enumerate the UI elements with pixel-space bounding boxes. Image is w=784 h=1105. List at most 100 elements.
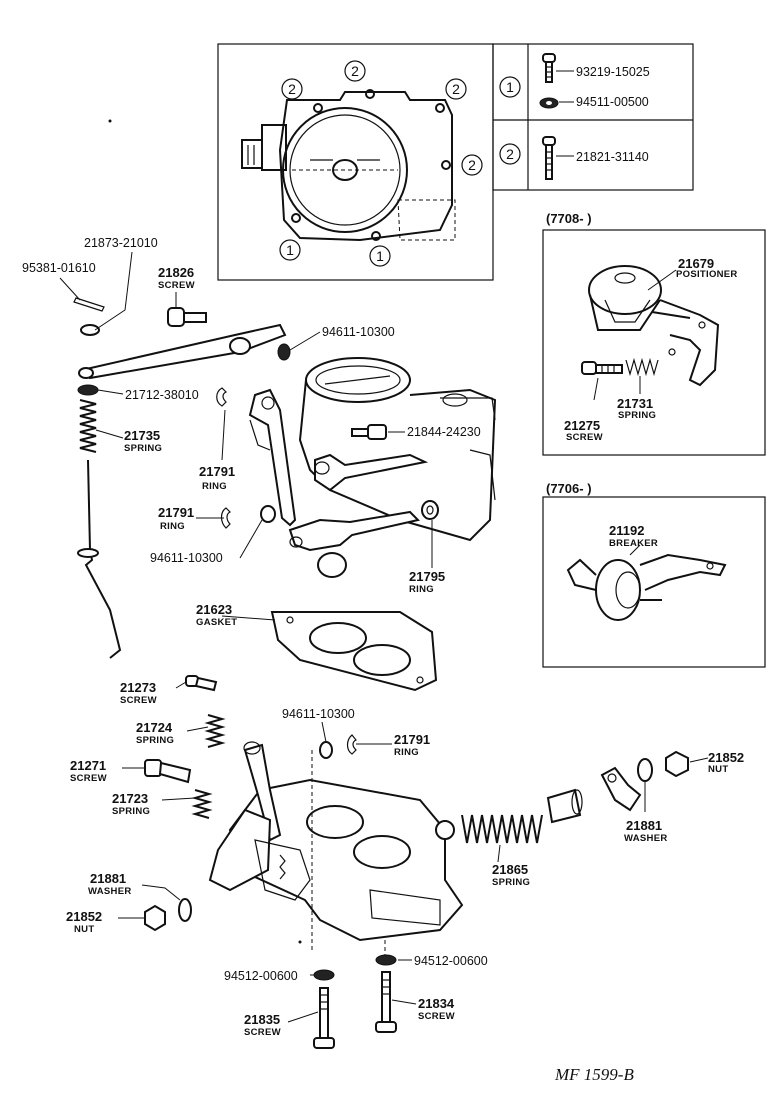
lower-bore-b [353,835,411,869]
gasket-hole [416,676,424,684]
part-number-94512-00600-a: 94512-00600 [224,969,298,983]
part-name-washer: WASHER [624,833,668,844]
positioner-housing-detail [604,299,651,323]
breaker-inset: (7706- ) 21192 BREAKER [542,481,766,668]
spring-21724 [204,714,226,748]
part-name-ring: RING [202,481,227,492]
leader-line [593,377,599,401]
part-number-21791-b: 21791 [158,505,194,520]
air-horn-inner [315,365,401,395]
breaker-port [566,558,597,591]
screw-21826 [167,307,207,327]
lower-throttle-body [144,675,689,1049]
hidden-outline [397,199,456,241]
washer-hole [546,101,552,105]
choke-plate [324,375,391,385]
part-name-nut: NUT [708,764,728,775]
part-name-screw: SCREW [120,695,157,706]
part-number-95381-01610: 95381-01610 [22,261,96,275]
gasket-hole [286,616,294,624]
part-name-positioner: POSITIONER [676,269,738,280]
spring-seat [435,820,455,840]
part-name-ring: RING [394,747,419,758]
part-number-21735: 21735 [124,428,160,443]
breaker-cap [615,571,641,609]
marker-2-b: 2 [281,78,303,100]
positioner-inset: (7708- ) 21679 POSITIONER 21731 SPRING 2… [542,211,766,456]
screw-21273 [185,675,218,692]
positioner-bracket [659,299,720,387]
part-name-spring: SPRING [492,877,530,888]
gasket-bore-b [353,644,411,676]
link-eye [289,536,303,548]
body-detail [440,397,496,421]
mounting-flange [369,889,441,926]
svg-text:2: 2 [351,63,359,79]
body-port [442,393,468,407]
bolt-hole [365,89,375,99]
breaker-inset-header: (7706- ) [546,481,592,496]
choke-cam [317,552,347,578]
bracket-hole [607,773,617,783]
ring-21791-a [216,387,228,407]
positioner-housing [589,294,661,331]
throttle-lever [80,323,287,380]
part-number-21826: 21826 [158,265,194,280]
marker-2-d: 2 [461,154,483,176]
leader-lines [59,251,709,1023]
part-name-screw: SCREW [418,1011,455,1022]
carburetor-body-outline [298,379,497,542]
nut-21852-b [665,750,689,778]
choke-link [288,510,420,552]
throttle-rod [84,459,122,659]
callout-labels: 21873-21010 95381-01610 21826 SCREW 9461… [22,236,744,1084]
part-number-21835: 21835 [244,1012,280,1027]
part-name-washer: WASHER [88,886,132,897]
part-name-spring: SPRING [124,443,162,454]
washer-21881-b [637,758,653,782]
spring-21735 [79,399,97,453]
svg-text:1: 1 [506,79,514,95]
part-number-94611-10300-a: 94611-10300 [322,325,395,339]
cotter-pin-95381 [73,297,105,312]
sleeve-end [571,789,583,815]
part-name-ring: RING [160,521,185,532]
rod-clip [77,548,99,558]
washer-94512-a [313,969,335,981]
part-number-21271: 21271 [70,758,106,773]
bolt-21821 [542,136,556,180]
throttle-bore-inner [289,114,401,226]
legend-frame [492,43,694,191]
breaker-bracket [639,553,727,591]
screw-21834 [375,971,397,1033]
part-name-nut: NUT [74,924,94,935]
svg-text:1: 1 [286,242,294,258]
washer-21712 [77,384,99,396]
crank-pivot [261,396,275,410]
marker-1-b: 1 [369,245,391,267]
washer-94512-b [375,954,397,966]
part-name-screw: SCREW [158,280,195,291]
spring-21865 [461,814,543,844]
lever-boss [229,337,251,355]
part-number-21723: 21723 [112,791,148,806]
bracket-hole [698,321,706,329]
part-name-spring: SPRING [112,806,150,817]
part-number-94511-00500: 94511-00500 [576,95,649,109]
spring-21731 [625,357,659,377]
bolt-hole [313,103,323,113]
marker-1-a: 1 [279,239,301,261]
part-number-21881-a: 21881 [90,871,126,886]
leader-line [647,269,677,291]
screw-21275 [581,361,623,375]
part-number-21852-b: 21852 [708,750,744,765]
gasket-21623 [270,611,438,692]
part-name-screw: SCREW [70,773,107,784]
svg-text:2: 2 [468,157,476,173]
legend-marker-1: 1 [499,76,521,98]
screw-21844 [351,424,387,440]
part-name-spring: SPRING [136,735,174,746]
lower-bore-a [306,805,364,839]
